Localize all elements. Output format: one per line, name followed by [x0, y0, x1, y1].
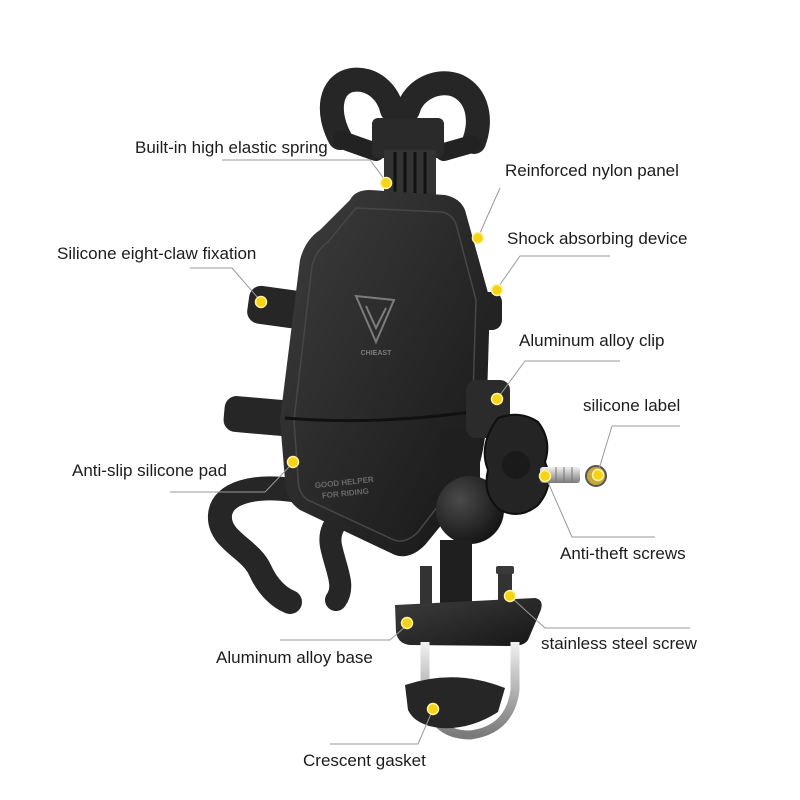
leader-spring — [222, 159, 386, 181]
label-crescent-gasket: Crescent gasket — [303, 751, 426, 770]
leader-base — [280, 626, 406, 641]
top-left-claw — [320, 67, 404, 150]
label-shock-absorbing: Shock absorbing device — [507, 229, 688, 248]
nylon-panel: CHIEAST GOOD HELPER FOR RIDING — [280, 190, 490, 557]
dot-gasket — [426, 702, 440, 716]
label-silicone-label: silicone label — [583, 396, 681, 415]
logo-v-mark — [365, 305, 387, 331]
label-spring: Built-in high elastic spring — [135, 138, 328, 157]
dot-shock — [490, 283, 504, 297]
leader-panel — [479, 187, 501, 234]
dot-pad — [286, 455, 300, 469]
panel-divider — [284, 408, 485, 423]
dot-spring — [379, 176, 393, 190]
leader-steel-screw — [512, 598, 690, 629]
aluminum-base-block — [395, 598, 542, 646]
leader-pad — [170, 465, 291, 493]
base-clamp — [395, 540, 542, 740]
top-left-claw-arm — [333, 131, 385, 161]
crescent-gasket-shape — [405, 677, 505, 729]
top-right-claw-arm — [435, 135, 481, 161]
panel-body — [280, 190, 490, 557]
spring-slider-block — [372, 118, 444, 158]
left-lower-claw — [223, 396, 295, 436]
label-anti-slip-pad: Anti-slip silicone pad — [72, 461, 227, 480]
dot-steel-screw — [503, 589, 517, 603]
logo-text: CHIEAST — [361, 350, 392, 357]
ball-joint — [436, 476, 504, 544]
panel-inset — [293, 207, 477, 542]
dot-claw — [254, 295, 268, 309]
logo-triangle — [354, 294, 396, 345]
leader-claw — [190, 267, 259, 299]
leader-antitheft — [546, 479, 655, 538]
label-steel-screw: stainless steel screw — [541, 634, 697, 653]
label-claw-fixation: Silicone eight-claw fixation — [57, 244, 257, 263]
bottom-left-claw — [208, 476, 304, 614]
dot-clip — [490, 392, 504, 406]
label-nylon-panel: Reinforced nylon panel — [505, 161, 679, 180]
base-screw-cap-right — [496, 566, 514, 574]
dot-panel — [471, 231, 485, 245]
brand-logo: CHIEAST — [354, 294, 396, 357]
top-right-claw — [396, 71, 490, 154]
dot-base — [400, 616, 414, 630]
label-alloy-base: Aluminum alloy base — [216, 648, 373, 667]
top-claws — [320, 67, 490, 161]
leader-gasket — [330, 713, 432, 745]
dot-antitheft — [538, 469, 552, 483]
marker-dots — [254, 176, 605, 716]
leader-clip — [499, 360, 620, 396]
dot-silicone-label — [591, 468, 605, 482]
knob-hub — [502, 451, 530, 479]
label-anti-theft-screws: Anti-theft screws — [560, 544, 686, 563]
base-top-screw-left — [420, 566, 432, 606]
leader-shock — [498, 255, 610, 287]
label-alloy-clip: Aluminum alloy clip — [519, 331, 665, 350]
leader-silicone-label — [598, 425, 680, 470]
leader-lines — [170, 159, 690, 745]
base-stem — [440, 540, 472, 610]
